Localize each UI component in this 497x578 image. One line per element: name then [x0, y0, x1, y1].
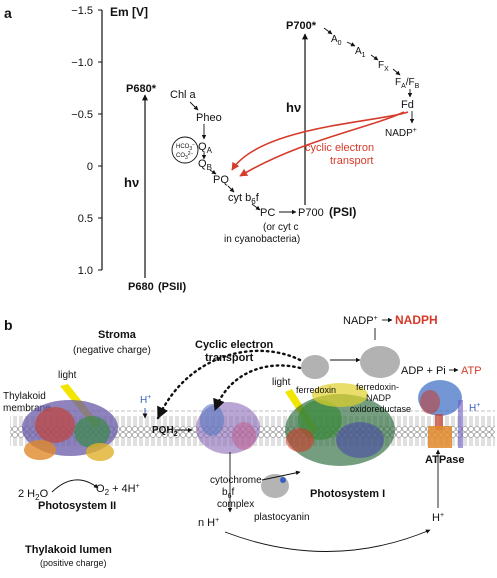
- p680-ground: P680: [128, 281, 154, 293]
- qa: QA: [198, 141, 213, 155]
- pheo: Pheo: [196, 112, 222, 124]
- cytochrome-b6f-complex: [196, 402, 260, 454]
- stroma-label: Stroma: [98, 329, 137, 341]
- panel-a: a −1.5 −1.0 −0.5 0 0.5 1.0 Em [V] P680* …: [4, 5, 420, 293]
- fx: FX: [378, 60, 389, 73]
- panel-b: b Stroma (negative charge) Cyclic electr…: [3, 313, 495, 568]
- proton-flow-arrow: [224, 529, 431, 552]
- photosystem-ii: Photosystem II: [38, 500, 116, 512]
- nadph: NADPH: [395, 313, 438, 327]
- fnr-2: NADP: [366, 393, 391, 403]
- p700: P700: [298, 207, 324, 219]
- atp: ATP: [461, 365, 482, 377]
- cyclic-label-2: transport: [330, 155, 373, 167]
- panel-a-label: a: [4, 5, 12, 21]
- hv-right: hν: [286, 100, 301, 115]
- psi-label: (PSI): [329, 205, 356, 219]
- adp-pi: ADP + Pi: [401, 365, 446, 377]
- cytochrome-1: cytochrome: [210, 475, 262, 486]
- tick-label: −1.5: [71, 5, 93, 17]
- copper-site: [280, 477, 286, 483]
- h-plus-left: H+: [140, 394, 151, 406]
- cyclic-title-2: transport: [205, 352, 254, 364]
- tick-label: 1.0: [78, 265, 93, 277]
- water: 2 H2O: [18, 488, 49, 502]
- tick-label: −0.5: [71, 109, 93, 121]
- light-right: light: [272, 377, 291, 388]
- fnr-1: ferredoxin-: [356, 382, 399, 392]
- ferredoxin: ferredoxin: [296, 385, 336, 395]
- photosystem-ii-complex: [22, 400, 118, 461]
- tick-label: −1.0: [71, 57, 93, 69]
- bicarbonate-circle: [171, 136, 199, 164]
- co3: CO32−: [176, 151, 194, 161]
- light-left: light: [58, 370, 77, 381]
- nadp-b: NADP+: [343, 315, 378, 327]
- arrow: [392, 68, 401, 76]
- water-splitting-arrow: [51, 479, 99, 493]
- fnr-protein: [360, 346, 400, 378]
- thylakoid-label-2: membrane: [3, 403, 51, 414]
- arrow: [370, 54, 379, 61]
- thylakoid-label-1: Thylakoid: [3, 391, 46, 402]
- hco3: HCO3−: [176, 142, 195, 152]
- h-plus-lumen: H+: [432, 512, 444, 524]
- pq: PQ: [213, 174, 229, 186]
- arrow: [323, 27, 333, 35]
- fnr-3: oxidoreductase: [350, 404, 411, 414]
- arrow: [209, 169, 217, 175]
- psii-label: (PSII): [158, 281, 186, 293]
- cyclic-dotted-outer: [156, 349, 302, 420]
- a1: A1: [355, 46, 366, 59]
- arrow: [261, 470, 301, 481]
- atpase-complex: [418, 380, 463, 448]
- oxygen: O2 + 4H+: [96, 483, 140, 497]
- axis-title: Em [V]: [110, 5, 148, 19]
- lumen-sub: (positive charge): [40, 558, 107, 568]
- chl-a: Chl a: [170, 89, 197, 101]
- cyt-b6f: cyt b6f: [228, 192, 260, 206]
- cyclic-label-1: cyclic electron: [305, 142, 374, 154]
- photosystem-i: Photosystem I: [310, 488, 385, 500]
- p700-star: P700*: [286, 20, 317, 32]
- ferredoxin-protein: [301, 355, 329, 379]
- nh-plus: n H+: [198, 517, 219, 529]
- arrow: [251, 203, 261, 211]
- stroma-sub: (negative charge): [73, 345, 151, 356]
- arrow: [346, 41, 356, 47]
- nadp: NADP+: [385, 127, 417, 139]
- tick-label: 0: [87, 161, 93, 173]
- pqh2: PQH2: [152, 425, 178, 438]
- p680-star: P680*: [126, 83, 157, 95]
- qb: QB: [198, 158, 212, 172]
- photosystem-i-complex: [285, 383, 395, 466]
- cyclic-arrow-inner: [239, 111, 405, 177]
- pc-alt-2: in cyanobacteria): [224, 234, 300, 245]
- plastocyanin: plastocyanin: [254, 512, 310, 523]
- pc: PC: [260, 207, 275, 219]
- arrow: [227, 185, 235, 193]
- h-plus-atp: H+: [469, 402, 480, 414]
- hv-left: hν: [124, 175, 139, 190]
- cytochrome-3: complex: [217, 499, 254, 510]
- atpase: ATPase: [425, 454, 465, 466]
- arrow: [189, 101, 199, 111]
- axis-ticks: [98, 9, 102, 271]
- fd: Fd: [401, 99, 414, 111]
- fa-fb: FA/FB: [395, 77, 420, 90]
- cyclic-title-1: Cyclic electron: [195, 339, 274, 351]
- a0: A0: [331, 34, 342, 47]
- panel-b-label: b: [4, 317, 13, 333]
- pc-alt-1: (or cyt c: [263, 222, 299, 233]
- lumen-label: Thylakoid lumen: [25, 544, 112, 556]
- cyclic-dotted-inner: [213, 364, 302, 412]
- tick-label: 0.5: [78, 213, 93, 225]
